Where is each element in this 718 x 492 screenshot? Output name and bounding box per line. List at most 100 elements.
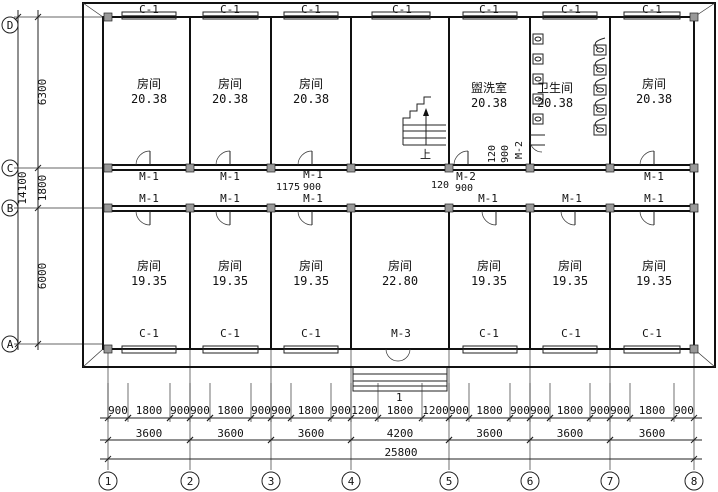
room-area: 19.35 — [212, 274, 248, 288]
dim-row1-label: 1800 — [136, 404, 163, 417]
column — [689, 344, 699, 354]
dim-row1-label: 1200 — [422, 404, 449, 417]
dim-row1-label: 900 — [108, 404, 128, 417]
dim-tick — [690, 455, 698, 463]
dim-tick — [526, 436, 534, 444]
column — [605, 163, 615, 173]
door-tag-m1-upper: M-1 — [303, 168, 323, 181]
room-name: 房间 — [558, 258, 582, 273]
door-washroom — [529, 139, 543, 153]
dim-row1-label: 1800 — [639, 404, 666, 417]
door-swings — [135, 139, 655, 362]
dim-tick — [606, 436, 614, 444]
dim-tick — [104, 436, 112, 444]
axis-letter: C — [7, 162, 14, 175]
window-tag-top: C-1 — [301, 3, 321, 16]
room-area: 19.35 — [293, 274, 329, 288]
dim-row1-label: 900 — [610, 404, 630, 417]
toilet-bowl — [534, 76, 542, 82]
axis-bubble-3 — [261, 471, 281, 491]
dim-tick — [34, 340, 42, 348]
column — [525, 163, 535, 173]
dim-6300: 6300 — [36, 79, 49, 106]
window-tag-top: C-1 — [220, 3, 240, 16]
dim-row2-label: 4200 — [387, 427, 414, 440]
axis-bubble-7 — [600, 471, 620, 491]
room-name: 房间 — [137, 76, 161, 91]
dim-row3-label: 25800 — [384, 446, 417, 459]
dim-6000: 6000 — [36, 263, 49, 290]
door-tag-m3: M-3 — [391, 327, 411, 340]
door-tag-m1-lower: M-1 — [303, 192, 323, 205]
toilet-bowl — [534, 96, 542, 102]
window-tag-bottom: C-1 — [220, 327, 240, 340]
structural-columns — [103, 12, 699, 354]
dim-row1-label: 900 — [170, 404, 190, 417]
door-m1-bottom-swing — [481, 210, 497, 226]
door-tag-m1-upper: M-1 — [644, 170, 664, 183]
axis-number: 4 — [348, 475, 355, 488]
axis-letter: D — [7, 19, 14, 32]
toilet-fixtures — [530, 33, 607, 146]
window-tag-bottom: C-1 — [301, 327, 321, 340]
axis-bubble-B — [1, 199, 19, 217]
window-tag-top: C-1 — [642, 3, 662, 16]
door-tag-m1-lower: M-1 — [644, 192, 664, 205]
room-name: 房间 — [642, 76, 666, 91]
door-m1-top-swing — [135, 150, 151, 166]
dim-120-corridor: 120 — [431, 180, 449, 191]
toilet-bowl — [534, 116, 542, 122]
column — [266, 163, 276, 173]
window-tag-top: C-1 — [479, 3, 499, 16]
window-tag-top: C-1 — [139, 3, 159, 16]
door-m1-top-swing — [215, 150, 231, 166]
window-tag-bottom: C-1 — [139, 327, 159, 340]
dim-tick — [34, 204, 42, 212]
dim-row1-label: 1800 — [217, 404, 244, 417]
column — [525, 203, 535, 213]
room-area: 20.38 — [212, 92, 248, 106]
stair: 上 — [402, 96, 446, 161]
dim-tick — [445, 436, 453, 444]
dim-120-vertical: 120 — [487, 145, 498, 163]
dim-row1-label: 900 — [449, 404, 469, 417]
axis-number: 8 — [691, 475, 698, 488]
axis-number: 3 — [268, 475, 275, 488]
room-area: 19.35 — [636, 274, 672, 288]
dim-row1-label: 900 — [251, 404, 271, 417]
dim-1175: 1175 — [276, 182, 300, 193]
dim-tick — [690, 414, 698, 422]
dim-row1-label: 900 — [510, 404, 530, 417]
column — [185, 203, 195, 213]
dim-row1-label: 1800 — [387, 404, 414, 417]
axis-bubble-8 — [684, 471, 704, 491]
windows — [121, 11, 681, 354]
stall-partition — [594, 77, 606, 89]
room-name: 盥洗室 — [471, 80, 507, 95]
door-m1-bottom-swing — [215, 210, 231, 226]
room-area: 19.35 — [552, 274, 588, 288]
stall-partition — [594, 37, 606, 49]
dim-tick — [186, 436, 194, 444]
window-tag-bottom: C-1 — [561, 327, 581, 340]
door-tag-m1-upper: M-1 — [139, 170, 159, 183]
exterior-walls — [82, 2, 716, 368]
dim-row1-label: 900 — [331, 404, 351, 417]
axis-letter: A — [7, 338, 14, 351]
dim-900-vertical: 900 — [500, 145, 511, 163]
dim-row1-label: 1200 — [351, 404, 378, 417]
dim-row2-label: 3600 — [136, 427, 163, 440]
axis-bubble-C — [1, 159, 19, 177]
door-m1-top-swing — [639, 150, 655, 166]
column — [605, 203, 615, 213]
toilet-stall — [532, 53, 544, 65]
dim-row1-label: 900 — [674, 404, 694, 417]
door-m2-swing — [453, 150, 469, 166]
door-tag-m2: M-2 — [456, 170, 476, 183]
column — [346, 203, 356, 213]
column — [266, 203, 276, 213]
column — [689, 12, 699, 22]
column — [346, 163, 356, 173]
